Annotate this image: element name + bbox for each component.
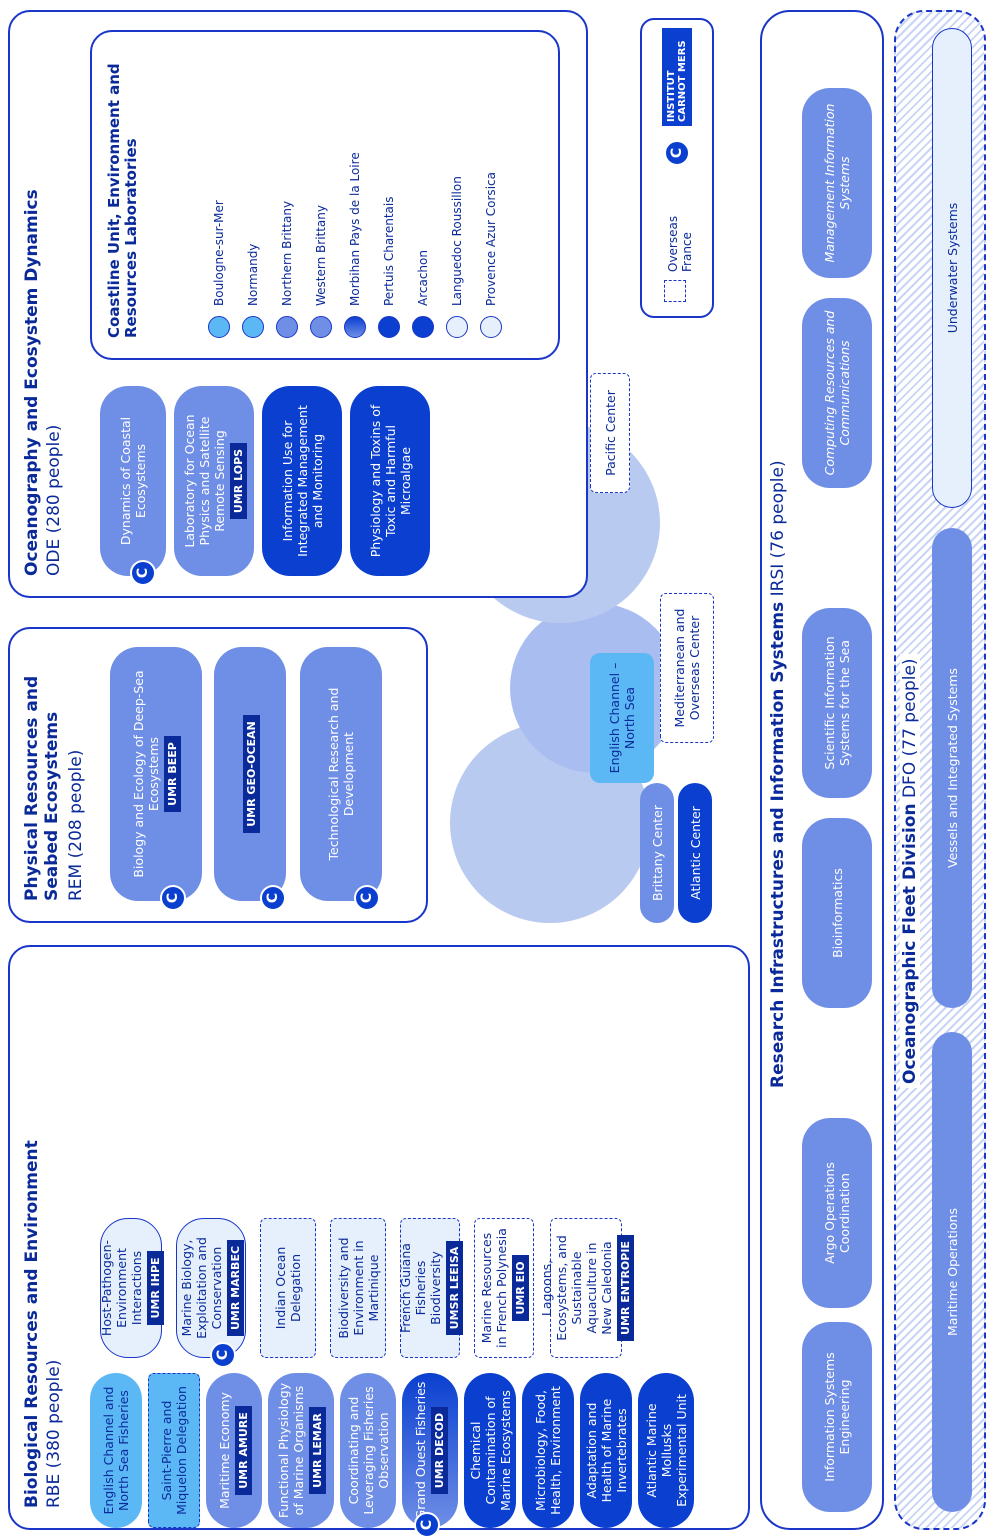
carnot-icon: C <box>260 885 286 911</box>
dfo-title: Oceanographic Fleet Division DFO (77 peo… <box>900 654 920 1088</box>
center-pacific[interactable]: Pacific Center <box>590 373 630 493</box>
carnot-logo: INSTITUT CARNOT MERS <box>662 28 692 126</box>
rem-title: Physical Resources and Seabed Ecosystems <box>22 675 62 901</box>
lab-dot <box>242 316 264 338</box>
irsi-unit-5[interactable]: Management Information Systems <box>802 88 872 278</box>
carnot-icon: C <box>664 140 690 166</box>
lab-item[interactable]: Languedoc Roussillon <box>440 48 474 338</box>
rbe-unit-4[interactable]: Coordinating and Leveraging Fisheries Ob… <box>340 1373 396 1528</box>
dfo-unit-0[interactable]: Maritime Operations <box>932 1032 972 1512</box>
lab-item[interactable]: Normandy <box>236 48 270 338</box>
dfo-unit-1[interactable]: Vessels and Integrated Systems <box>932 528 972 1008</box>
carnot-icon: C <box>414 1512 440 1538</box>
center-mediterranean[interactable]: Mediterranean and Overseas Center <box>660 593 714 743</box>
rbe-unit-13[interactable]: Biodiversity and Environment in Martiniq… <box>330 1218 386 1358</box>
carnot-icon: C <box>354 885 380 911</box>
lab-item[interactable]: Western Brittany <box>304 48 338 338</box>
rbe-unit-11[interactable]: Marine Biology, Exploitation and Conserv… <box>176 1218 246 1358</box>
center-channel[interactable]: English Channel – North Sea <box>590 653 654 783</box>
dfo-panel: Oceanographic Fleet Division DFO (77 peo… <box>894 10 986 1530</box>
ode-title: Oceanography and Ecosystem Dynamics <box>22 189 42 576</box>
lab-dot <box>344 316 366 338</box>
lab-list: Boulogne-sur-Mer Normandy Northern Britt… <box>202 48 508 338</box>
rbe-title: Biological Resources and Environment <box>22 1140 42 1508</box>
lab-dot <box>208 316 230 338</box>
carnot-icon: C <box>130 560 156 586</box>
center-atlantic[interactable]: Atlantic Center <box>678 783 712 923</box>
lab-item[interactable]: Arcachon <box>406 48 440 338</box>
overseas-label: Overseas France <box>666 215 694 272</box>
lab-dot <box>480 316 502 338</box>
ode-unit-2[interactable]: Information Use for Integrated Managemen… <box>262 386 342 576</box>
lab-dot <box>446 316 468 338</box>
center-brittany[interactable]: Brittany Center <box>640 783 674 923</box>
lab-dot <box>276 316 298 338</box>
overseas-icon <box>664 280 686 302</box>
lab-dot <box>310 316 332 338</box>
lab-item[interactable]: Boulogne-sur-Mer <box>202 48 236 338</box>
carnot-icon: C <box>210 1342 236 1368</box>
carnot-icon: C <box>160 885 186 911</box>
rbe-subtitle: RBE (380 people) <box>44 1359 64 1508</box>
irsi-title: Research Infrastructures and Information… <box>768 460 788 1088</box>
lab-item[interactable]: Morbihan Pays de la Loire <box>338 48 372 338</box>
rbe-unit-12[interactable]: Indian Ocean Delegation <box>260 1218 316 1358</box>
coastline-panel: Coastline Unit, Environment and Resource… <box>90 30 560 360</box>
rbe-unit-1[interactable]: Saint-Pierre and Miquelon Delegation <box>148 1373 200 1528</box>
irsi-unit-1[interactable]: Argo Operations Coordination <box>802 1118 872 1308</box>
coastline-title: Coastline Unit, Environment and Resource… <box>105 63 140 338</box>
rbe-unit-6[interactable]: Chemical Contamination of Marine Ecosyst… <box>464 1373 516 1528</box>
rbe-unit-9[interactable]: Atlantic Marine Mollusks Experimental Un… <box>638 1373 694 1528</box>
rbe-unit-16[interactable]: Lagoons, Ecosystems, and Sustainable Aqu… <box>539 1218 634 1358</box>
lab-item[interactable]: Northern Brittany <box>270 48 304 338</box>
lab-item[interactable]: Provence Azur Corsica <box>474 48 508 338</box>
legend-box: Overseas France C INSTITUT CARNOT MERS <box>640 18 714 318</box>
irsi-unit-0[interactable]: Information Systems Engineering <box>802 1322 872 1512</box>
ode-panel: Oceanography and Ecosystem Dynamics ODE … <box>8 10 588 598</box>
rem-unit-1[interactable]: UMR GEO-OCEAN <box>214 647 286 901</box>
ode-unit-3[interactable]: Physiology and Toxins of Toxic and Harmf… <box>350 386 430 576</box>
rbe-unit-3[interactable]: Functional Physiology of Marine Organism… <box>268 1373 334 1528</box>
rem-unit-0[interactable]: Biology and Ecology of Deep-Sea Ecosyste… <box>110 647 202 901</box>
rem-unit-2[interactable]: Technological Research and Development <box>300 647 382 901</box>
lab-dot <box>412 316 434 338</box>
irsi-unit-2[interactable]: Bioinformatics <box>802 818 872 1008</box>
irsi-unit-4[interactable]: Computing Resources and Communications <box>802 298 872 488</box>
lab-item[interactable]: Pertuis Charentais <box>372 48 406 338</box>
rbe-panel: Biological Resources and Environment RBE… <box>8 945 750 1538</box>
rbe-unit-7[interactable]: Microbiology, Food, Health, Environment <box>522 1373 574 1528</box>
rbe-unit-0[interactable]: English Channel and North Sea Fisheries <box>90 1373 142 1528</box>
ode-subtitle: ODE (280 people) <box>44 424 64 576</box>
dfo-unit-2[interactable]: Underwater Systems <box>932 28 972 508</box>
ode-unit-1[interactable]: Laboratory for Ocean Physics and Satelli… <box>174 386 254 576</box>
irsi-panel: Research Infrastructures and Information… <box>760 10 884 1530</box>
ode-unit-0[interactable]: Dynamics of Coastal Ecosystems <box>100 386 166 576</box>
rem-subtitle: REM (208 people) <box>66 749 86 901</box>
lab-dot <box>378 316 400 338</box>
irsi-unit-3[interactable]: Scientific Information Systems for the S… <box>802 608 872 798</box>
rbe-unit-8[interactable]: Adaptation and Health of Marine Inverteb… <box>580 1373 632 1528</box>
rem-panel: Physical Resources and Seabed Ecosystems… <box>8 627 428 923</box>
